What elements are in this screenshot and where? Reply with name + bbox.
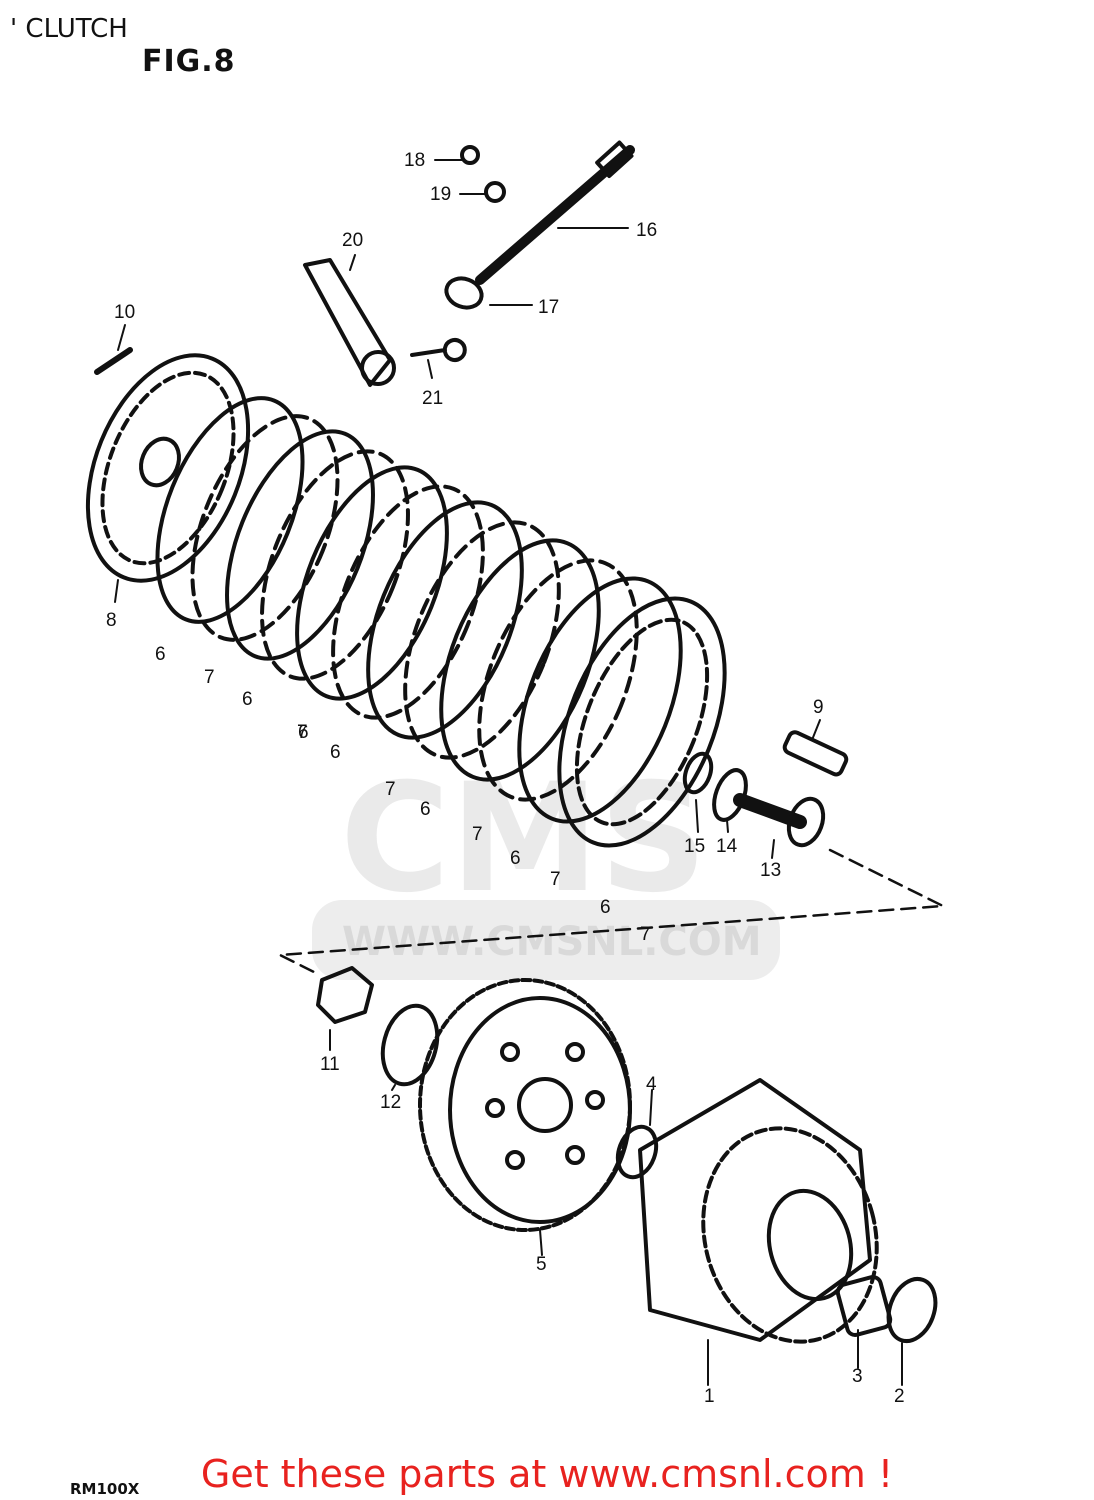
part-19-washer: [484, 181, 506, 203]
parts-link[interactable]: Get these parts at www.cmsnl.com !: [0, 1452, 1094, 1496]
callout-17: 17: [538, 297, 559, 318]
callout-3: 3: [852, 1366, 863, 1387]
callout-14: 14: [716, 836, 738, 857]
clutch-plate-stack: [155, 396, 727, 848]
callout-6: 6: [242, 689, 253, 710]
part-8-pressure-plate: [85, 353, 251, 583]
part-5-sleeve-hub: [418, 978, 632, 1232]
callout-6: 6: [600, 897, 611, 918]
callout-15: 15: [684, 836, 705, 857]
callout-7: 7: [385, 779, 396, 800]
part-13-push-rod: [733, 793, 826, 848]
callout-labels: 1 2 3 4 5 6 6 6 6 6 6 6 7 7 7 7 7 7 8 9 …: [106, 150, 905, 1407]
part-18-bolt: [460, 145, 480, 165]
callout-8: 8: [106, 610, 117, 631]
callout-7: 7: [204, 667, 215, 688]
part-15-washer: [682, 751, 714, 795]
watermark-url: WWW.CMSNL.COM: [342, 919, 762, 965]
callout-19: 19: [430, 184, 451, 205]
callout-6: 6: [330, 742, 341, 763]
part-11-nut: [316, 966, 374, 1024]
callout-5: 5: [536, 1254, 547, 1275]
part-9-spring: [782, 730, 849, 777]
figure-label: FIG.8: [142, 44, 236, 79]
assembly-guide-line: [278, 848, 945, 977]
callout-6: 6: [420, 799, 431, 820]
part-4-o-ring: [615, 1124, 659, 1180]
part-3-spacer: [835, 1274, 893, 1338]
callout-7: 7: [550, 869, 561, 890]
callout-10: 10: [114, 302, 135, 323]
callout-9: 9: [813, 697, 824, 718]
watermark: CMS WWW.CMSNL.COM: [312, 752, 780, 980]
callout-1: 1: [704, 1386, 715, 1407]
part-2-thrust-washer: [886, 1277, 938, 1343]
callout-13: 13: [760, 860, 781, 881]
callout-16: 16: [636, 220, 657, 241]
model-code: RM100X: [70, 1480, 140, 1498]
callout-6: 6: [155, 644, 166, 665]
callout-18: 18: [404, 150, 425, 171]
part-21-bolt: [410, 338, 467, 362]
callout-7: 7: [472, 824, 483, 845]
part-17-release-arm: [444, 276, 484, 310]
part-1-clutch-housing: [638, 1078, 879, 1344]
callout-7: 7: [640, 924, 651, 945]
callout-4: 4: [646, 1074, 657, 1095]
callout-12: 12: [380, 1092, 401, 1113]
watermark-url-band: [312, 900, 780, 980]
part-12-lock-washer: [380, 1003, 440, 1087]
leader-lines: [114, 159, 903, 1386]
callout-6: 6: [510, 848, 521, 869]
part-16-release-shaft: [475, 140, 635, 285]
part-10-pin: [94, 347, 133, 375]
callout-6: 6: [298, 722, 309, 743]
callout-11: 11: [320, 1054, 340, 1075]
parts-link-text[interactable]: Get these parts at www.cmsnl.com !: [200, 1452, 894, 1496]
callout-7: 7: [297, 722, 308, 743]
part-20-release-lever: [303, 258, 396, 387]
callout-2: 2: [894, 1386, 905, 1407]
page-title: ' CLUTCH: [10, 14, 128, 44]
callout-21: 21: [422, 388, 443, 409]
callout-20: 20: [342, 230, 363, 251]
